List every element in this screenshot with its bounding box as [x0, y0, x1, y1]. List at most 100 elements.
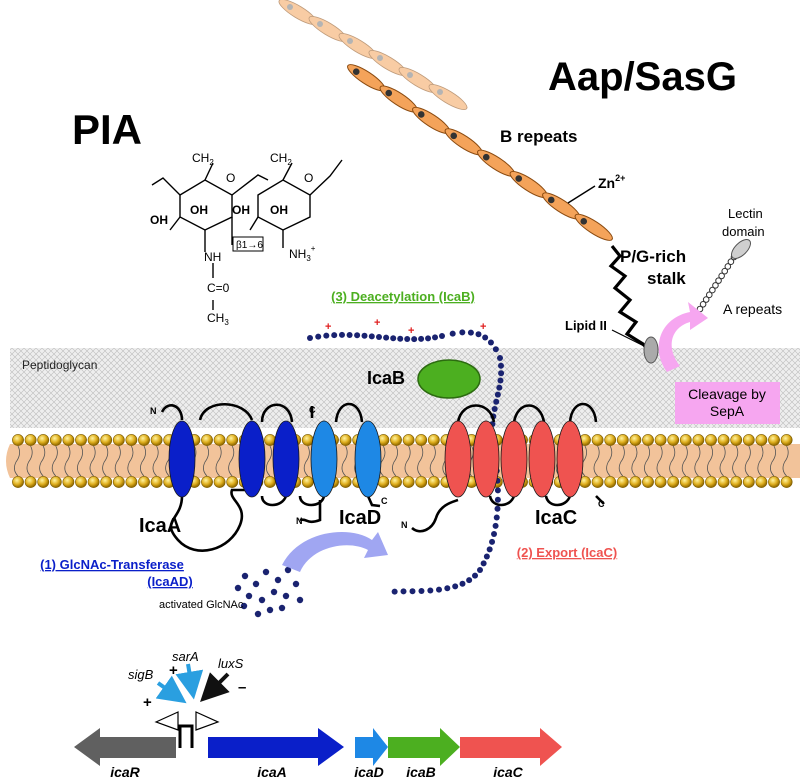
c-double-o-label: C=0: [207, 281, 230, 295]
lipid-tail: [14, 445, 20, 477]
polymer-bead: [483, 553, 490, 560]
lipid-tail: [707, 445, 713, 477]
polymer-bead: [390, 335, 397, 342]
lipid-head: [415, 434, 428, 446]
lipid-tail: [266, 445, 272, 477]
ghost-dot: [287, 4, 293, 10]
a-repeat-bead: [715, 277, 722, 284]
lipid-tail: [379, 445, 386, 477]
icac-helix: [528, 420, 556, 498]
ch2-label-2: CH2: [270, 151, 292, 167]
lipid-head: [87, 434, 100, 446]
lipid-head: [226, 434, 239, 446]
polymer-bead: [391, 588, 398, 595]
deacetylation-label: (3) Deacetylation (IcaB): [331, 289, 475, 304]
regulation: sigB sarA luxS + + –: [128, 649, 246, 748]
lipid-head: [629, 434, 642, 446]
lipid-tail: [429, 445, 436, 477]
lipid-head: [616, 434, 629, 446]
lipid-head: [616, 476, 629, 488]
polymer-bead: [307, 335, 313, 341]
linkage-box: [232, 236, 264, 252]
lipid-head: [642, 476, 654, 488]
sigb-plus: +: [143, 694, 152, 711]
lipid-head: [780, 476, 793, 488]
lectin-domain: [731, 239, 751, 259]
lipid-tail: [203, 445, 209, 477]
lipid-tail: [656, 445, 663, 477]
ghost-dot: [317, 21, 323, 27]
sigb-arrow: [155, 675, 187, 704]
lipid-head: [24, 476, 37, 488]
polymer-bead: [361, 332, 368, 339]
ch2-label-1: CH2: [192, 151, 214, 167]
lipid-head: [427, 434, 440, 446]
glcnac-dot: [262, 568, 270, 576]
cell-membrane: [6, 434, 800, 488]
lipid-head: [654, 434, 667, 446]
lipid-tail: [669, 445, 676, 477]
lipid-head: [654, 476, 667, 488]
regulator-sigb: sigB: [128, 667, 154, 682]
glcnac-dot: [234, 584, 242, 592]
positive-charge: +: [325, 321, 331, 333]
lipid-head: [692, 476, 705, 488]
lipid-head: [201, 434, 213, 446]
glcnac-dot: [240, 602, 248, 610]
b-repeat: [574, 213, 613, 241]
lipid-head: [100, 434, 113, 446]
lipid-head: [768, 476, 780, 488]
lipid-head: [112, 476, 125, 488]
polymer-bead: [427, 587, 434, 594]
transferase-label-1: (1) GlcNAc-Transferase: [40, 557, 184, 572]
polymer-bead: [497, 377, 504, 384]
pg-rich-stalk: [608, 245, 650, 352]
polymer-bead: [354, 332, 361, 339]
b-repeats-label: B repeats: [500, 127, 577, 146]
lipid-tail: [140, 445, 146, 477]
polymer-bead: [482, 334, 489, 341]
lipid-ii-label: Lipid II: [565, 318, 607, 333]
gene-icad-arrow: [355, 728, 388, 766]
lipid-head: [24, 434, 37, 446]
lipid-head: [705, 434, 717, 446]
polymer-bead: [418, 587, 425, 594]
activated-glcnac-label: activated GlcNAc: [159, 599, 244, 611]
zinc-dot: [417, 111, 425, 118]
polymer-bead: [489, 538, 496, 545]
zinc-dot: [580, 218, 588, 225]
glcnac-dot: [252, 580, 260, 588]
icaa-helix: [168, 420, 196, 498]
lipid-head: [201, 476, 213, 488]
icac-helix: [472, 420, 500, 498]
polymer-bead: [432, 334, 439, 341]
glcnac-dot: [296, 596, 304, 604]
a-repeat-bead: [718, 272, 725, 280]
lipid-tail: [593, 445, 600, 477]
lipid-tail: [757, 445, 764, 477]
luxs-arrow: [200, 672, 230, 702]
icaa-n-terminus: N: [150, 406, 157, 416]
lipid-ii-anchor: [643, 336, 659, 364]
polymer-bead: [459, 580, 466, 587]
icac-helix: [556, 420, 584, 498]
ica-operon: icaR icaA icaD icaB icaC: [74, 728, 562, 780]
icac-c-terminus: C: [598, 499, 605, 509]
lipid-head: [768, 434, 780, 446]
ring-oxygen-1: O: [226, 171, 235, 185]
lipid-head: [742, 476, 755, 488]
regulator-sara: sarA: [172, 649, 199, 664]
lipid-tail: [215, 445, 222, 477]
polymer-bead: [494, 391, 501, 398]
a-repeats-label: A repeats: [723, 301, 782, 317]
polymer-bead: [491, 405, 498, 412]
sara-plus: +: [169, 662, 178, 679]
polymer-bead: [480, 560, 487, 567]
polymer-bead: [494, 487, 501, 494]
a-repeat-bead: [724, 263, 732, 270]
a-repeat-bead: [702, 296, 710, 303]
lipid-head: [37, 476, 50, 488]
polymer-bead: [331, 332, 338, 339]
polymer-bead: [449, 330, 456, 337]
